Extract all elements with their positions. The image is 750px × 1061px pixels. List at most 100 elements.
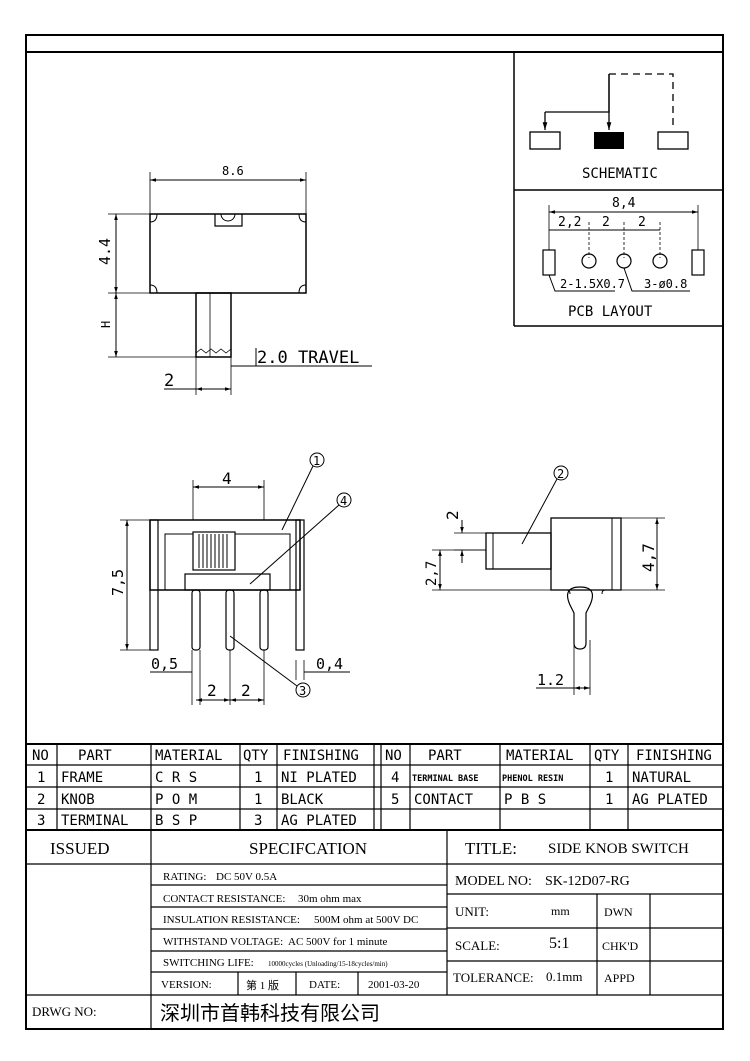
spec-contact-value: 30m ohm max bbox=[298, 893, 362, 905]
schematic-pcb-box bbox=[513, 52, 723, 327]
bom-head-finishing-right: FINISHING bbox=[636, 748, 712, 764]
bom-head-finishing-left: FINISHING bbox=[283, 748, 359, 764]
schematic-diagram: SCHEMATIC bbox=[529, 73, 689, 182]
top-height-dim: 4.4 bbox=[96, 238, 114, 265]
title-value: SIDE KNOB SWITCH bbox=[548, 841, 689, 857]
pcb-slot-left bbox=[542, 249, 556, 276]
pcb-hole-note: 3-ø0.8 bbox=[644, 277, 687, 291]
version-label: VERSION: bbox=[161, 979, 212, 991]
side-dim-right: 4,7 bbox=[639, 543, 658, 572]
pcb-dim-c: 2 bbox=[638, 215, 646, 230]
bom-row3-no: 3 bbox=[37, 813, 45, 829]
bom-row2-material: P O M bbox=[155, 792, 197, 808]
front-dim-height: 7,5 bbox=[109, 569, 127, 596]
callout-3-circle bbox=[295, 682, 311, 698]
bom-head-no-right: NO bbox=[385, 748, 402, 764]
schematic-label: SCHEMATIC bbox=[582, 166, 658, 182]
bom-row2-no: 2 bbox=[37, 792, 45, 808]
bom-row4-no: 4 bbox=[391, 770, 399, 786]
company-name: 深圳市首韩科技有限公司 bbox=[160, 1001, 380, 1025]
bom-head-material-left: MATERIAL bbox=[155, 748, 222, 764]
spec-life-label: SWITCHING LIFE: bbox=[163, 957, 254, 969]
model-label: MODEL NO: bbox=[455, 874, 532, 889]
pcb-hole-1 bbox=[581, 253, 597, 269]
spec-header: SPECIFCATION bbox=[249, 839, 367, 858]
pcb-slot-note: 2-1.5X0.7 bbox=[560, 277, 625, 291]
bom-row3-qty: 3 bbox=[254, 813, 262, 829]
pcb-hole-2 bbox=[616, 253, 632, 269]
front-dim-pin: 0,5 bbox=[151, 655, 178, 673]
unit-label: UNIT: bbox=[455, 904, 489, 919]
bom-row1-part: FRAME bbox=[61, 770, 103, 786]
top-h-label: H bbox=[99, 321, 113, 328]
callout-4-circle bbox=[336, 492, 352, 508]
bom-row2-qty: 1 bbox=[254, 792, 262, 808]
callout-1-circle bbox=[309, 452, 325, 468]
bom-head-qty-right: QTY bbox=[594, 748, 620, 764]
chkd-label: CHK'D bbox=[602, 939, 638, 953]
bom-head-no-left: NO bbox=[32, 748, 49, 764]
spec-withstand-value: AC 500V for 1 minute bbox=[288, 936, 388, 948]
pcb-dim-b: 2 bbox=[602, 215, 610, 230]
pcb-dim-a: 2,2 bbox=[558, 215, 581, 230]
bom-head-qty-left: QTY bbox=[243, 748, 269, 764]
pcb-slot-right bbox=[691, 249, 705, 276]
callout-1: 1 bbox=[313, 454, 320, 468]
bom-head-part-right: PART bbox=[428, 748, 462, 764]
top-width-dim: 8.6 bbox=[222, 164, 244, 178]
front-view: 4 7,5 0,5 2 2 0,4 bbox=[109, 452, 352, 705]
bom-row4-qty: 1 bbox=[605, 770, 613, 786]
tolerance-label: TOLERANCE: bbox=[453, 970, 534, 985]
bom-row5-part: CONTACT bbox=[414, 792, 474, 808]
spec-rating-value: DC 50V 0.5A bbox=[216, 871, 277, 883]
title-block: ISSUED SPECIFCATION TITLE: SIDE KNOB SWI… bbox=[26, 830, 723, 1029]
front-dim-top: 4 bbox=[222, 469, 232, 488]
bom-row3-part: TERMINAL bbox=[61, 813, 128, 829]
pcb-layout-label: PCB LAYOUT bbox=[568, 304, 653, 320]
bom-row1-finishing: NI PLATED bbox=[281, 770, 357, 786]
spec-insulation-value: 500M ohm at 500V DC bbox=[314, 914, 418, 926]
bom-row1-material: C R S bbox=[155, 770, 197, 786]
title-label: TITLE: bbox=[465, 839, 517, 858]
bom-row4-finishing: NATURAL bbox=[632, 770, 691, 786]
date-label: DATE: bbox=[309, 979, 340, 991]
model-value: SK-12D07-RG bbox=[545, 874, 630, 889]
sheet-border bbox=[25, 34, 724, 1030]
bom-row5-material: P B S bbox=[504, 792, 546, 808]
bom-row1-qty: 1 bbox=[254, 770, 262, 786]
bom-row5-finishing: AG PLATED bbox=[632, 792, 708, 808]
spec-rating-label: RATING: bbox=[163, 871, 206, 883]
top-view: 8.6 4.4 H 2.0 TRAVEL 2 bbox=[96, 164, 372, 395]
bom-row4-part: TERMINAL BASE bbox=[412, 774, 479, 784]
pcb-layout-diagram: 8,4 2,2 2 2 2-1.5X0.7 3-ø0.8 PCB LAYOUT bbox=[542, 196, 705, 320]
pcb-hole-3 bbox=[652, 253, 668, 269]
version-value: 第 1 版 bbox=[246, 978, 279, 992]
front-dim-tab: 0,4 bbox=[316, 655, 343, 673]
bom-head-part-left: PART bbox=[78, 748, 112, 764]
scale-label: SCALE: bbox=[455, 938, 500, 953]
date-value: 2001-03-20 bbox=[368, 979, 420, 991]
top-pitch-dim: 2 bbox=[164, 371, 174, 391]
spec-life-value: 10000cycles (Unloading/15-18cycles/min) bbox=[268, 960, 388, 968]
side-dim-bottom: 1.2 bbox=[537, 671, 564, 689]
bom-row2-part: KNOB bbox=[61, 792, 95, 808]
callout-2: 2 bbox=[557, 467, 564, 481]
travel-label: 2.0 TRAVEL bbox=[257, 348, 359, 368]
callout-2-circle bbox=[553, 465, 569, 481]
bom-table: NO PART MATERIAL QTY FINISHING NO PART M… bbox=[26, 743, 723, 831]
bom-row3-material: B S P bbox=[155, 813, 197, 829]
callout-3: 3 bbox=[299, 684, 306, 698]
side-dim-left: 2,7 bbox=[424, 561, 440, 586]
side-view: 2 2,7 4,7 1.2 2 bbox=[424, 465, 665, 695]
issued-label: ISSUED bbox=[50, 839, 110, 858]
front-dim-pitch2: 2 bbox=[241, 681, 251, 700]
tolerance-value: 0.1mm bbox=[546, 969, 582, 984]
bom-row3-finishing: AG PLATED bbox=[281, 813, 357, 829]
bom-row1-no: 1 bbox=[37, 770, 45, 786]
bom-row2-finishing: BLACK bbox=[281, 792, 324, 808]
side-dim-knob: 2 bbox=[443, 510, 462, 520]
callout-4: 4 bbox=[340, 494, 347, 508]
spec-withstand-label: WITHSTAND VOLTAGE: bbox=[163, 936, 283, 948]
bom-row5-qty: 1 bbox=[605, 792, 613, 808]
